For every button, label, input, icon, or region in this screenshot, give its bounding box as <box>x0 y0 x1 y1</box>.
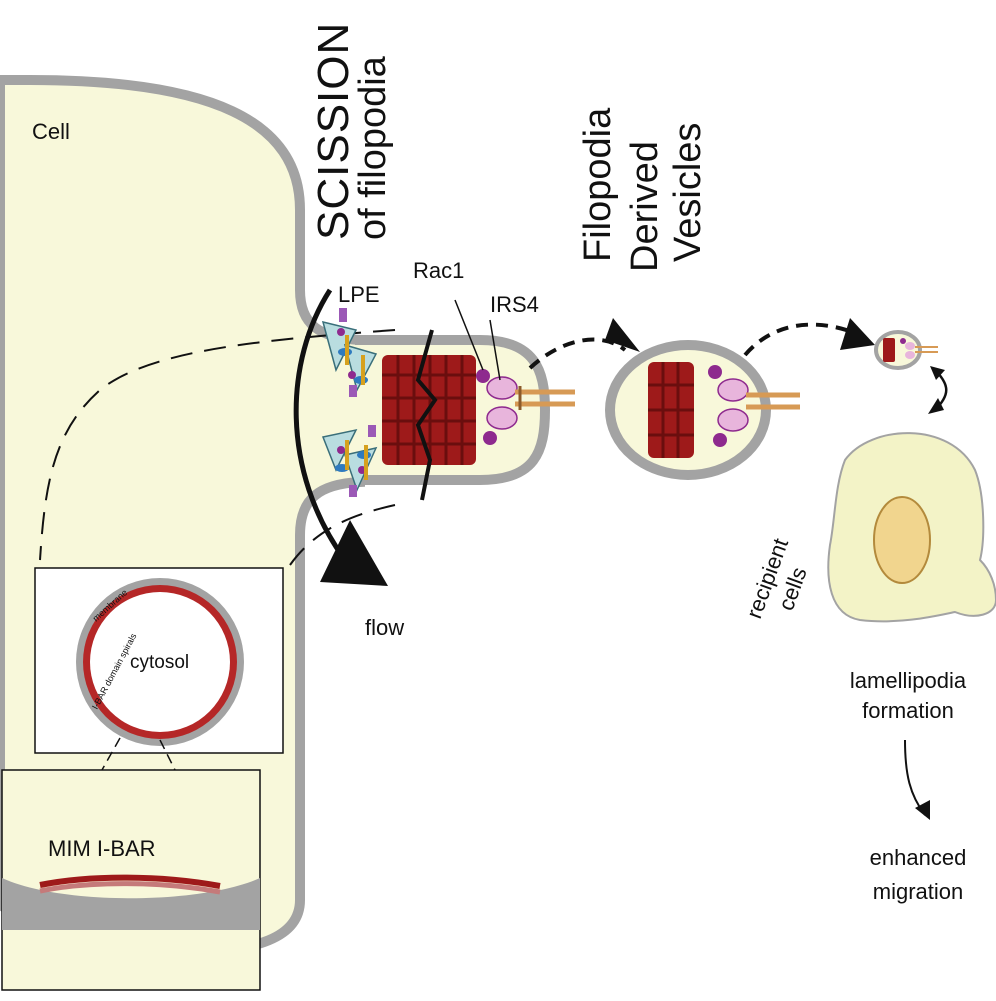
cytosol-label: cytosol <box>130 652 189 673</box>
enhanced-label-line1: enhanced <box>870 845 967 870</box>
vesicle-small <box>874 330 938 370</box>
vesicle-large <box>605 340 800 480</box>
fdv-title-line3: Vesicles <box>667 123 709 262</box>
scission-title-line2: of filopodia <box>352 55 394 240</box>
mim-ibar-label: MIM I-BAR <box>48 836 156 861</box>
flow-arrow <box>293 288 348 562</box>
lpe-label: LPE <box>338 282 380 307</box>
lpe-molecules <box>321 308 378 497</box>
lamellipodia-label-line2: formation <box>862 698 954 723</box>
recipient-nucleus <box>873 496 931 584</box>
flow-label: flow <box>365 615 404 640</box>
inset-cross-section <box>34 567 284 754</box>
fdv-title-line1: Filopodia <box>577 107 619 262</box>
rac1-label: Rac1 <box>413 258 464 283</box>
scission-title-line1: SCISSION <box>309 22 358 240</box>
fdv-title-line2: Derived <box>624 141 666 272</box>
inset-mim-ibar <box>1 769 261 991</box>
release-arrow-2 <box>743 322 861 357</box>
scission-zigzag <box>415 329 438 501</box>
release-arrow-1 <box>528 337 627 370</box>
filopodium-tip-proteins <box>476 369 575 445</box>
cell-label: Cell <box>32 119 70 144</box>
enhanced-label-line2: migration <box>873 879 963 904</box>
irs4-label: IRS4 <box>490 292 539 317</box>
dashed-guide-lines <box>39 329 396 566</box>
lamellipodia-label-line1: lamellipodia <box>850 668 967 693</box>
